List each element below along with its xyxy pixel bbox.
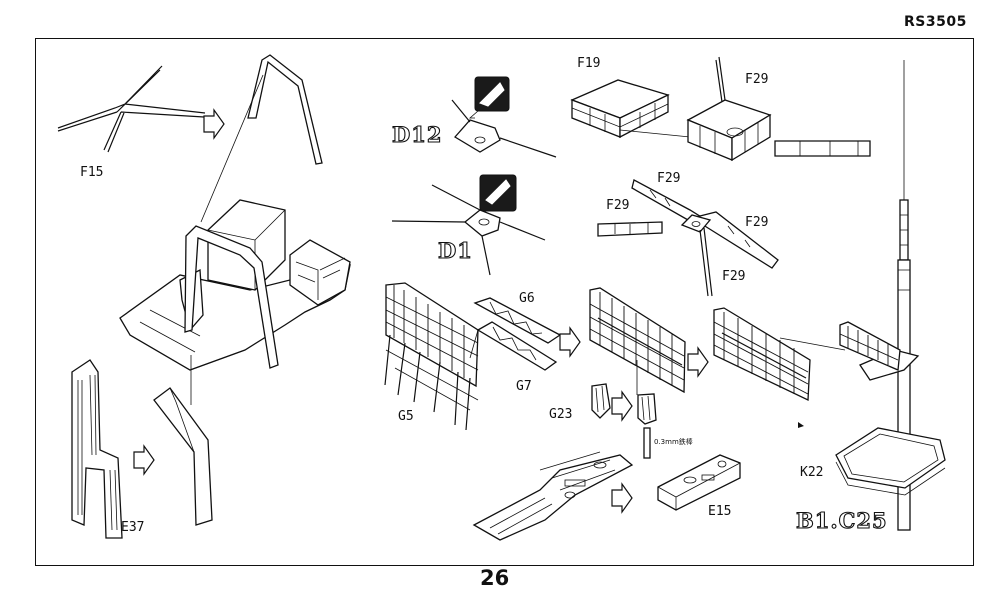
radar-array-assembled bbox=[589, 287, 686, 395]
label-g5: G5 bbox=[398, 409, 414, 424]
part-f19: F19 bbox=[570, 56, 691, 139]
part-g6-g7: G6 G7 bbox=[469, 291, 562, 394]
part-e37-folded bbox=[153, 387, 213, 526]
rod-note: 0.3mm鉄棒 bbox=[654, 437, 693, 446]
step-arrow bbox=[133, 445, 155, 475]
part-deck-sheet bbox=[472, 451, 634, 541]
folded-flag-icon bbox=[479, 82, 505, 107]
instruction-frame bbox=[35, 38, 974, 566]
label-f29-a: F29 bbox=[657, 171, 680, 186]
reference-mark bbox=[798, 422, 804, 428]
label-f29-top: F29 bbox=[745, 72, 768, 87]
folded-flag-icon bbox=[485, 179, 511, 205]
part-f29-cross: F29 F29 F29 F29 bbox=[597, 171, 779, 297]
superstructure-assembly bbox=[119, 199, 351, 405]
label-e37: E37 bbox=[121, 520, 144, 535]
part-e15: E15 bbox=[657, 454, 741, 519]
part-d12: D12 bbox=[391, 76, 557, 158]
label-f15: F15 bbox=[80, 165, 103, 180]
label-d1: D1 bbox=[438, 238, 473, 263]
label-f29-b: F29 bbox=[606, 198, 629, 213]
step-arrow bbox=[611, 483, 633, 513]
document-code: RS3505 bbox=[904, 14, 967, 30]
label-g23: G23 bbox=[549, 407, 572, 422]
label-g6: G6 bbox=[519, 291, 535, 306]
label-d12: D12 bbox=[392, 122, 442, 147]
step-arrow bbox=[203, 109, 225, 139]
part-f29-box: F29 bbox=[686, 56, 871, 162]
label-f29-c: F29 bbox=[745, 215, 768, 230]
part-f15-folded bbox=[200, 54, 323, 223]
label-g7: G7 bbox=[516, 379, 532, 394]
part-g23: G23 0.3mm鉄棒 bbox=[549, 383, 693, 459]
part-mast-b1-c25: K22 B1.C25 bbox=[795, 60, 946, 534]
step-arrow bbox=[687, 347, 709, 377]
page-number: 26 bbox=[480, 566, 510, 590]
label-f19: F19 bbox=[577, 56, 600, 71]
part-g5: G5 bbox=[384, 282, 479, 431]
part-d1: D1 bbox=[391, 174, 546, 276]
label-k22: K22 bbox=[800, 465, 823, 480]
step-arrow bbox=[559, 327, 581, 357]
label-e15: E15 bbox=[708, 504, 731, 519]
part-e37: E37 bbox=[71, 359, 144, 539]
label-b1-c25: B1.C25 bbox=[796, 508, 888, 533]
radar-array-final bbox=[713, 307, 846, 402]
part-f15: F15 bbox=[57, 65, 206, 180]
label-f29-d: F29 bbox=[722, 269, 745, 284]
